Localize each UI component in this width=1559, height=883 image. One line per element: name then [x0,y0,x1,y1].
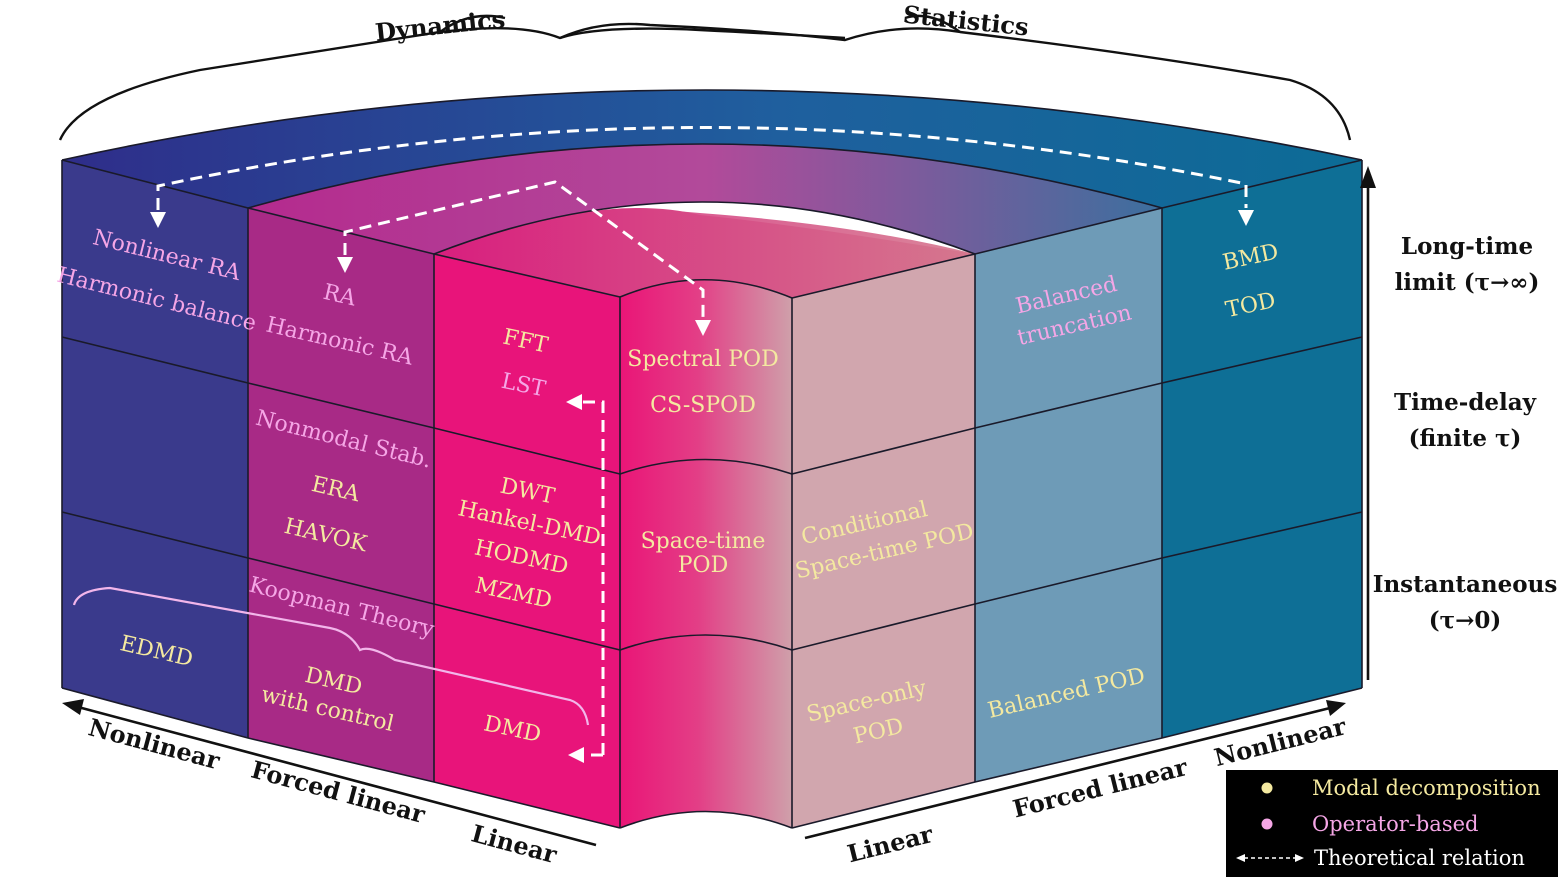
row-header-long-time-1: Long-time [1401,233,1533,260]
col-linear-statistics [792,254,975,828]
cell-space-time: Space-time [641,529,766,554]
legend-operator-label: Operator-based [1312,812,1478,836]
label-statistics: Statistics [902,0,1030,42]
bottom-left-axis [62,699,597,847]
row-header-long-time-2: limit (τ→∞) [1395,269,1540,296]
col-forced-dynamics [248,208,434,782]
row-header-time-delay-1: Time-delay [1394,389,1537,416]
legend-relation-label: Theoretical relation [1314,846,1525,870]
label-dynamics: Dynamics [374,4,507,46]
row-header-time-delay-2: (finite τ) [1409,425,1522,452]
axis-right-linear: Linear [844,819,936,868]
curve-top-surface [434,210,975,298]
top-arc-surface [62,90,1362,208]
legend-relation-arrow-icon [1236,854,1304,862]
col-linear-curved [620,279,792,829]
vertical-axis-arrow [1360,166,1376,680]
col-nonlinear-statistics [1162,160,1362,738]
relation-arrows [156,126,1248,757]
col-linear-dynamics [434,254,620,828]
axis-left-linear: Linear [468,819,560,870]
legend-modal-label: Modal decomposition [1312,776,1541,800]
cell-cs-spod: CS-SPOD [650,393,756,418]
row-header-instantaneous-2: (τ→0) [1429,607,1502,634]
row-header-instantaneous-1: Instantaneous [1373,571,1558,598]
col-nonlinear-dynamics [62,160,248,738]
legend-operator-dot [1261,818,1273,830]
bottom-right-axis [804,700,1346,840]
grid-lines [61,89,1363,829]
top-braces [58,14,1352,141]
koopman-brace [72,586,590,726]
cell-spectral-pod: Spectral POD [627,347,778,372]
legend-modal-dot [1261,782,1273,794]
col-forced-statistics [975,208,1162,782]
inner-arc-surface [248,144,1162,254]
relation-arrowheads [150,210,1254,763]
legend: Modal decomposition Operator-based Theor… [1226,770,1558,877]
cell-space-time-pod: POD [678,553,728,578]
